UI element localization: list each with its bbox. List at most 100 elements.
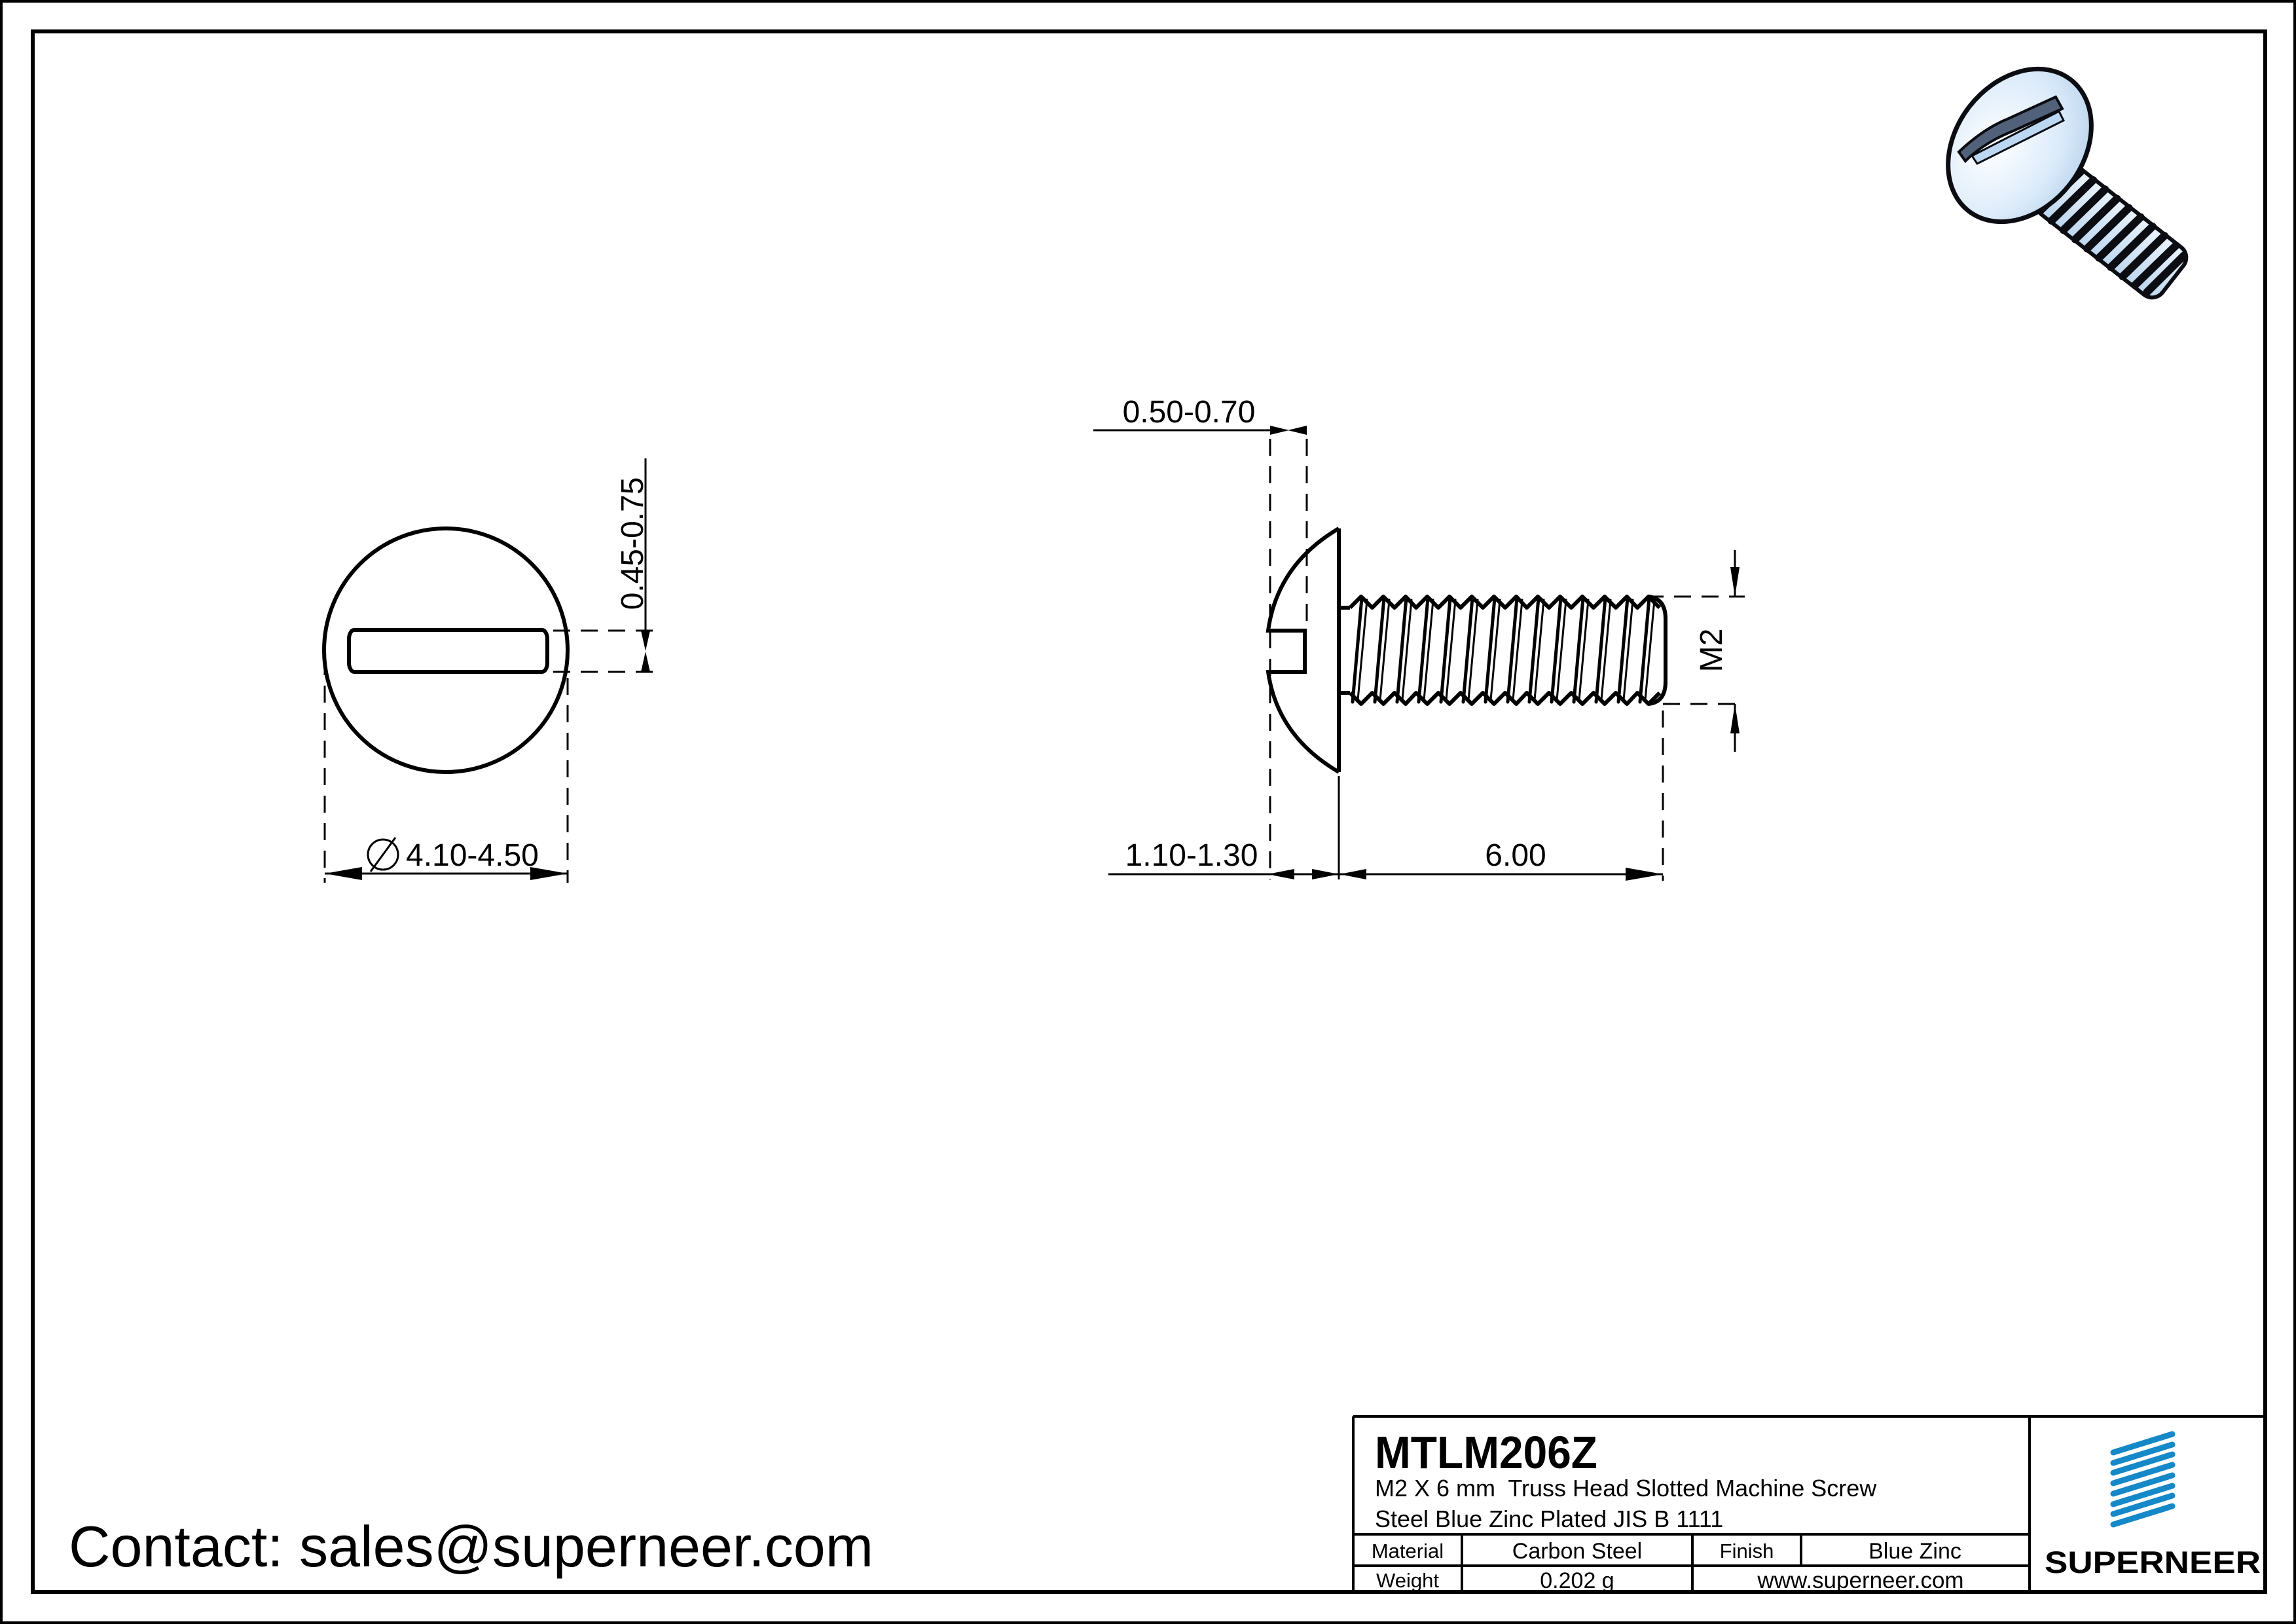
logo-stripe <box>2110 1503 2176 1528</box>
side-slot-dimension: 0.50-0.70 <box>1093 395 1308 879</box>
thread-ridge <box>2107 222 2157 271</box>
arrowhead <box>1730 567 1740 597</box>
thread-flanks <box>1351 596 1656 704</box>
arrowhead <box>1339 869 1366 879</box>
finish-label: Finish <box>1720 1540 1774 1562</box>
description-line2: Steel Blue Zinc Plated JIS B 1111 <box>1375 1505 1723 1532</box>
front-slot-dim-label: 0.45-0.75 <box>615 477 650 610</box>
thread-flank-line <box>1644 599 1656 701</box>
thread-flank-line <box>1484 596 1497 704</box>
length-dimensions: 1.10-1.30 6.00 <box>1108 710 1664 881</box>
finish-value: Blue Zinc <box>1868 1539 1961 1564</box>
logo-stripe <box>2110 1431 2176 1456</box>
head-circle <box>322 526 570 774</box>
thread-flank-line <box>1616 596 1630 704</box>
slot-cavity <box>1957 95 2064 164</box>
screw-end-face <box>1648 595 1667 706</box>
thread-ridge <box>2131 242 2180 289</box>
logo-stripe <box>2110 1451 2176 1476</box>
slot-front <box>347 628 549 674</box>
logo-stripe <box>2110 1483 2176 1507</box>
thread-flank-line <box>1506 596 1519 704</box>
thread-flank-line <box>1417 596 1430 704</box>
thread-flank-line <box>1445 599 1457 701</box>
thread-flank-line <box>1467 599 1479 701</box>
slot-3d <box>1957 95 2066 165</box>
thread-flank-line <box>1578 599 1590 701</box>
front-slot-dimension: 0.45-0.75 <box>553 458 655 673</box>
arrowhead <box>1312 869 1339 879</box>
thread-flank-line <box>1401 599 1413 701</box>
thread-ridge <box>2059 185 2109 234</box>
arrowhead <box>1270 426 1289 435</box>
thread-ridge <box>2083 204 2133 253</box>
head-height-dim-label: 1.10-1.30 <box>1125 838 1258 873</box>
part-number: MTLM206Z <box>1375 1427 1597 1478</box>
front-diameter-dim-label: 4.10-4.50 <box>406 838 539 873</box>
brand-wordmark: SUPERNEER <box>2045 1545 2261 1579</box>
thread-crest-top <box>1348 595 1662 610</box>
weight-label: Weight <box>1376 1569 1439 1592</box>
thread-flank-line <box>1533 599 1545 701</box>
thread-length-dim-label: 6.00 <box>1485 838 1546 873</box>
thread-size-label: M2 <box>1694 629 1729 673</box>
thread-flank-line <box>1512 599 1523 701</box>
inner-border <box>31 29 2267 1594</box>
thread-flank-line <box>1489 599 1501 701</box>
thread-flank-line <box>1572 596 1585 704</box>
logo-stripe <box>2110 1462 2176 1486</box>
slot-highlight <box>1970 109 2066 165</box>
thread-flank-line <box>1527 596 1540 704</box>
title-block: MTLM206Z M2 X 6 mm Truss Head Slotted Ma… <box>1352 1415 2265 1593</box>
description-line1: M2 X 6 mm Truss Head Slotted Machine Scr… <box>1375 1475 1877 1502</box>
head-profile <box>1266 526 1340 774</box>
arrowhead <box>325 867 362 880</box>
website-link[interactable]: www.superneer.com <box>1757 1568 1963 1593</box>
logo-stripe <box>2110 1492 2176 1517</box>
side-slot-dim-label: 0.50-0.70 <box>1123 395 1256 430</box>
thread-ridge <box>2047 176 2098 225</box>
thread-size-dimension: M2 <box>1647 550 1745 752</box>
logo-stripe <box>2110 1472 2176 1497</box>
thread-flank-line <box>1379 599 1391 701</box>
diameter-symbol-icon <box>367 837 399 872</box>
thread-flank-line <box>1395 596 1408 704</box>
diameter-slash <box>369 837 397 872</box>
thread-flank-line <box>1622 599 1634 701</box>
thread-flank-line <box>1351 596 1364 704</box>
thread-flank-line <box>1594 596 1607 704</box>
thread-flank-line <box>1600 599 1612 701</box>
thread-ridge <box>2095 213 2145 262</box>
material-value: Carbon Steel <box>1512 1539 1642 1564</box>
arrowhead <box>1730 704 1740 733</box>
arrowhead <box>641 631 650 651</box>
arrowhead <box>641 652 650 672</box>
logo-stripe <box>2110 1441 2176 1466</box>
thread-ridge <box>2119 232 2168 281</box>
arrowhead <box>1267 869 1294 879</box>
thread-flank-line <box>1556 599 1567 701</box>
thread-ridge <box>2071 194 2121 244</box>
thread-flank-line <box>1373 596 1386 704</box>
arrowhead <box>1288 426 1307 435</box>
front-view: 0.45-0.75 4.10-4.50 <box>322 458 655 883</box>
thread-ridge <box>2143 251 2188 296</box>
thread-flank-line <box>1439 596 1452 704</box>
front-diameter-dimension: 4.10-4.50 <box>323 658 569 883</box>
brand-logo-icon <box>2110 1431 2176 1528</box>
weight-value: 0.202 g <box>1540 1568 1614 1593</box>
thread-flank-line <box>1638 596 1651 704</box>
thread-flank-line <box>1550 596 1563 704</box>
arrowhead <box>1626 868 1663 881</box>
thread-flank-line <box>1357 599 1368 701</box>
arrowhead <box>530 867 568 880</box>
thread-flank-line <box>1461 596 1474 704</box>
diameter-circle <box>367 838 399 871</box>
material-label: Material <box>1372 1540 1444 1562</box>
side-view: 0.50-0.70 M2 1.10-1.30 6.00 <box>1093 395 1745 881</box>
screw-3d-render <box>1946 66 2189 300</box>
